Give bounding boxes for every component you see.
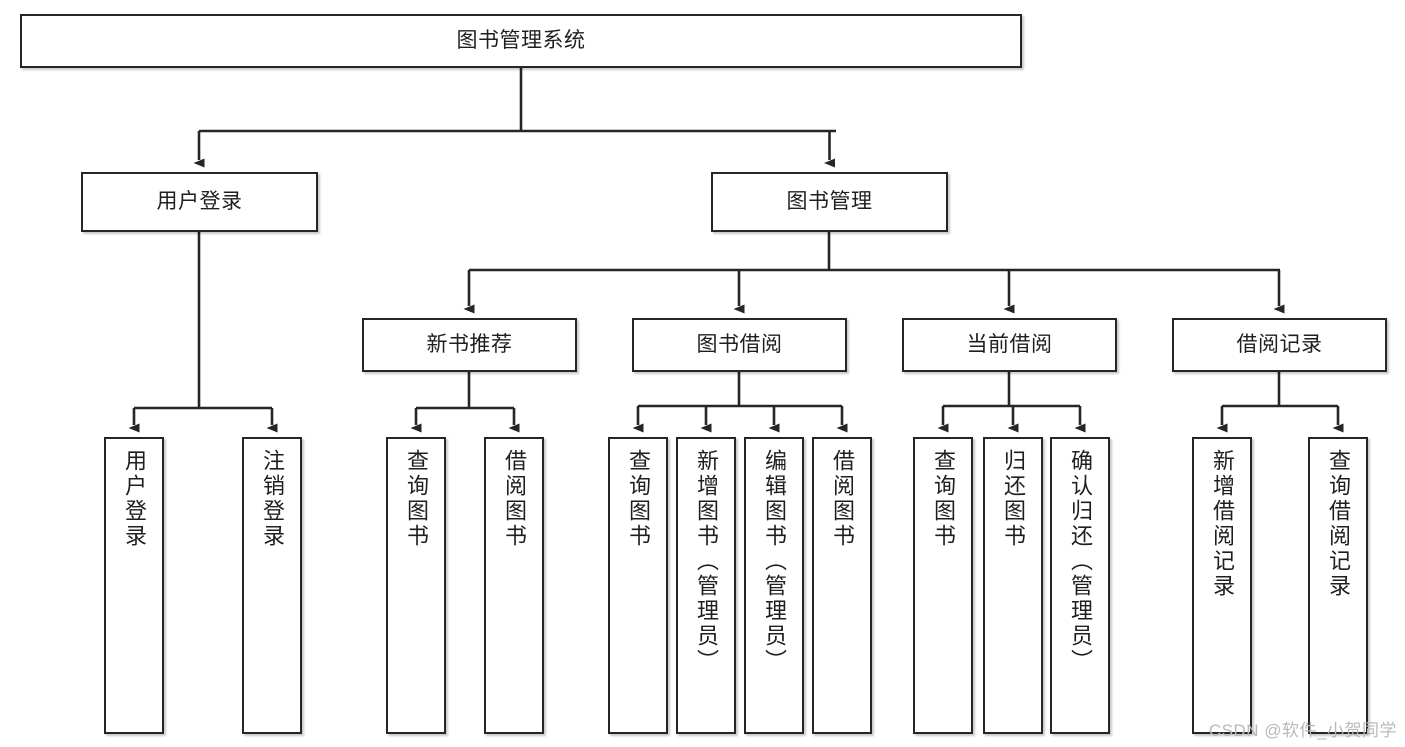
node-leaf-add-record[interactable]: 新增借阅记录 <box>1192 437 1252 734</box>
node-leaf-add-book[interactable]: 新增图书（管理员） <box>676 437 736 734</box>
node-user-login[interactable]: 用户登录 <box>81 172 318 232</box>
node-leaf-query-book-2-label: 查询图书 <box>626 449 651 549</box>
node-leaf-return-book[interactable]: 归还图书 <box>983 437 1043 734</box>
node-leaf-user-logout-label: 注销登录 <box>260 449 285 549</box>
node-leaf-add-book-label: 新增图书（管理员） <box>694 449 719 674</box>
node-book-borrow-label: 图书借阅 <box>696 332 783 356</box>
node-leaf-edit-book[interactable]: 编辑图书（管理员） <box>744 437 804 734</box>
node-leaf-query-book-2[interactable]: 查询图书 <box>608 437 668 734</box>
node-leaf-query-book-3[interactable]: 查询图书 <box>913 437 973 734</box>
node-leaf-return-book-label: 归还图书 <box>1001 449 1026 549</box>
node-book-manage-label: 图书管理 <box>786 189 873 213</box>
watermark-text: CSDN @软件_小贺同学 <box>1208 721 1397 740</box>
node-new-book-recommend-label: 新书推荐 <box>426 332 513 356</box>
node-leaf-query-record[interactable]: 查询借阅记录 <box>1308 437 1368 734</box>
node-leaf-user-login[interactable]: 用户登录 <box>104 437 164 734</box>
node-leaf-confirm-return-label: 确认归还（管理员） <box>1068 449 1093 674</box>
node-leaf-query-book-3-label: 查询图书 <box>931 449 956 549</box>
node-leaf-edit-book-label: 编辑图书（管理员） <box>762 449 787 674</box>
node-book-manage[interactable]: 图书管理 <box>711 172 948 232</box>
node-book-borrow[interactable]: 图书借阅 <box>632 318 847 372</box>
node-leaf-user-logout[interactable]: 注销登录 <box>242 437 302 734</box>
node-current-borrow-label: 当前借阅 <box>966 332 1053 356</box>
node-leaf-borrow-book-2[interactable]: 借阅图书 <box>812 437 872 734</box>
node-leaf-add-record-label: 新增借阅记录 <box>1210 449 1235 599</box>
node-borrow-record-label: 借阅记录 <box>1236 332 1323 356</box>
node-leaf-borrow-book-1-label: 借阅图书 <box>502 449 527 549</box>
node-leaf-query-book-1-label: 查询图书 <box>404 449 429 549</box>
node-current-borrow[interactable]: 当前借阅 <box>902 318 1117 372</box>
node-leaf-confirm-return[interactable]: 确认归还（管理员） <box>1050 437 1110 734</box>
node-leaf-borrow-book-1[interactable]: 借阅图书 <box>484 437 544 734</box>
node-borrow-record[interactable]: 借阅记录 <box>1172 318 1387 372</box>
node-leaf-borrow-book-2-label: 借阅图书 <box>830 449 855 549</box>
node-leaf-query-record-label: 查询借阅记录 <box>1326 449 1351 599</box>
node-root-label: 图书管理系统 <box>456 28 586 52</box>
node-leaf-query-book-1[interactable]: 查询图书 <box>386 437 446 734</box>
node-root[interactable]: 图书管理系统 <box>20 14 1022 68</box>
node-leaf-user-login-label: 用户登录 <box>122 449 147 549</box>
node-user-login-label: 用户登录 <box>156 189 243 213</box>
node-new-book-recommend[interactable]: 新书推荐 <box>362 318 577 372</box>
